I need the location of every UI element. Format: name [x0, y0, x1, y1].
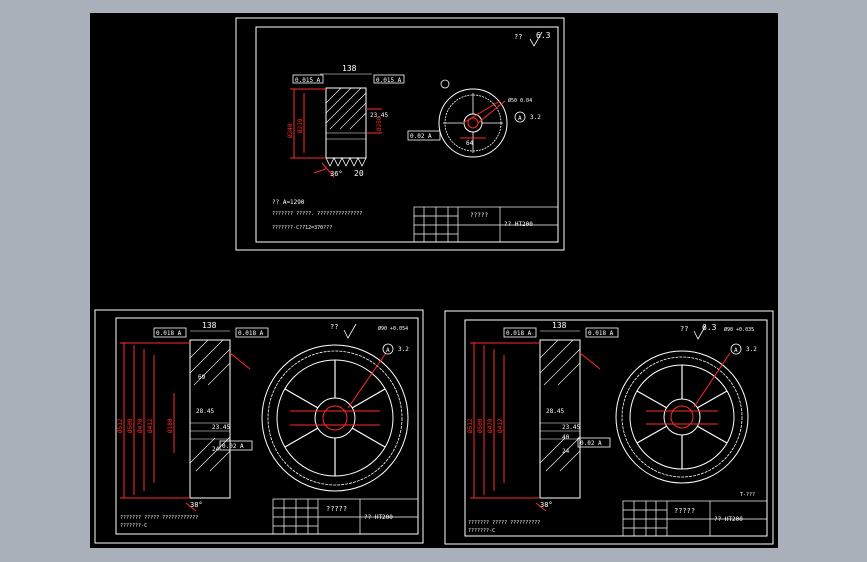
sheet-1-dia-1: Ø240: [287, 123, 294, 138]
sheet-2-tol-hub: 0.02 A: [222, 443, 244, 450]
sheet-3-roughness-mark: ??: [680, 325, 688, 333]
sheet-3-tol-right: 0.018 A: [588, 330, 614, 337]
sheet-3-title-block: [622, 500, 768, 537]
sheet-2-roughness-icon: [343, 323, 357, 339]
cad-canvas[interactable]: ?? 6.3 0.015 A 0.015 A 138: [90, 13, 778, 548]
sheet-2-dim-small-1: 69: [198, 374, 206, 381]
sheet-2-note-2: ???????-C: [120, 523, 147, 529]
sheet-1-ra: 3.2: [530, 114, 541, 121]
sheet-2-dia-4: Ø412: [147, 418, 154, 433]
sheet-3-tol-hub: 0.02 A: [580, 440, 602, 447]
sheet-2-dim-small-4: 24: [212, 446, 220, 453]
sheet-3-datum: A: [734, 347, 738, 354]
sheet-1-outer-border: [235, 17, 565, 251]
sheet-1-title-block: [413, 206, 559, 243]
sheet-2-outer-border: [94, 309, 424, 544]
sheet-1-dim-width: 138: [342, 64, 357, 73]
sheet-1-tol-right: 0.015 A: [376, 77, 402, 84]
sheet-2-roughness-mark: ??: [330, 323, 338, 331]
sheet-3-dia-3: Ø470: [487, 418, 494, 433]
sheet-1-front-view: 0.02 A Ø50 0.04 A 3.2 64: [407, 79, 541, 158]
sheet-2-side-section: 0.018 A 0.018 A 138 Ø512 Ø500 Ø470 Ø412 …: [117, 321, 269, 512]
sheet-1-tol-hub: 0.02 A: [410, 133, 432, 140]
drawing-sheet-2: ?? 0.018 A 0.018 A 138: [94, 309, 424, 544]
sheet-3-corner-note: T-???: [740, 492, 755, 498]
sheet-1-inner-frame: [255, 26, 559, 243]
sheet-2-tol-left: 0.018 A: [156, 330, 182, 337]
sheet-3-outer-border: [444, 310, 774, 545]
sheet-3-ra: 3.2: [746, 346, 757, 353]
sheet-3-title-name: ?????: [674, 507, 695, 515]
sheet-1-note-2: ??????? ?????. ???????????????: [272, 211, 362, 217]
sheet-1-side-section: 0.015 A 0.015 A 138 Ø240 Ø210 Ø250 23.45…: [287, 64, 405, 178]
sheet-1-bore-dia: Ø50 0.04: [508, 97, 532, 104]
sheet-3-dim-small-1: 28.45: [546, 408, 564, 415]
sheet-3-note-2: ???????-C: [468, 528, 495, 534]
drawing-sheet-3: ?? 6.3 0.018 A 0.018 A 138: [444, 310, 774, 545]
sheet-3-front-view: 0.02 A Ø90 +0.035 A 3.2 T-???: [577, 326, 757, 498]
sheet-2-ra: 3.2: [398, 346, 409, 353]
sheet-2-note-1: ??????? ????? ????????????: [120, 515, 198, 521]
sheet-2-bore-dia: Ø90 +0.054: [378, 325, 408, 332]
sheet-1-dim-groove: 23.45: [370, 112, 388, 119]
sheet-3-side-section: 0.018 A 0.018 A 138 Ø512 Ø500 Ø470 Ø412 …: [467, 321, 619, 512]
sheet-2-dim-width: 138: [202, 321, 217, 330]
sheet-1-roughness-mark: ??: [514, 33, 522, 41]
sheet-1-dim-bottom: 20: [354, 169, 364, 178]
sheet-3-dia-4: Ø412: [497, 418, 504, 433]
sheet-1-roughness-icon: [529, 31, 543, 47]
sheet-1-hub-key: 64: [466, 140, 474, 147]
sheet-2-inner-frame: [115, 317, 419, 535]
sheet-3-tol-left: 0.018 A: [506, 330, 532, 337]
sheet-3-roughness-value: 6.3: [702, 323, 717, 332]
sheet-2-front-view: 0.02 A Ø90 +0.054 A 3.2: [219, 325, 409, 492]
sheet-3-dim-small-3: 40: [562, 434, 570, 441]
drawing-sheet-1: ?? 6.3 0.015 A 0.015 A 138: [235, 17, 565, 251]
sheet-2-dia-5: Ø180: [167, 418, 174, 433]
sheet-1-title-name: ?????: [470, 212, 488, 219]
sheet-2-dia-3: Ø470: [137, 418, 144, 433]
sheet-1-dia-3: Ø250: [376, 116, 383, 131]
sheet-2-title-block: [272, 498, 419, 535]
sheet-2-dim-small-2: 28.45: [196, 408, 214, 415]
sheet-3-dia-1: Ø512: [467, 418, 474, 433]
cad-viewport[interactable]: ?? 6.3 0.015 A 0.015 A 138: [90, 13, 778, 548]
sheet-1-note-3: ???????-C??12=370???: [272, 225, 332, 231]
sheet-3-angle: 38°: [540, 501, 553, 509]
sheet-3-roughness-icon: [693, 324, 707, 340]
sheet-1-material: ?? HT200: [504, 221, 533, 228]
sheet-2-datum: A: [386, 347, 390, 354]
sheet-2-dim-small-3: 23.45: [212, 424, 230, 431]
sheet-1-datum: A: [518, 115, 522, 122]
sheet-3-dim-small-2: 23.45: [562, 424, 580, 431]
sheet-2-tol-right: 0.018 A: [238, 330, 264, 337]
sheet-3-bore-dia: Ø90 +0.035: [724, 326, 754, 333]
sheet-3-inner-frame: [464, 319, 768, 537]
sheet-3-dia-2: Ø500: [477, 418, 484, 433]
sheet-2-dia-2: Ø500: [127, 418, 134, 433]
sheet-3-material: ?? HT200: [714, 516, 743, 523]
sheet-1-tol-left: 0.015 A: [295, 77, 321, 84]
sheet-3-dim-width: 138: [552, 321, 567, 330]
sheet-1-roughness-value: 6.3: [536, 31, 551, 40]
sheet-2-dia-1: Ø512: [117, 418, 124, 433]
sheet-3-note-1: ??????? ????? ??????????: [468, 520, 540, 526]
sheet-2-material: ?? HT200: [364, 514, 393, 521]
sheet-1-note-1: ?? A=1290: [272, 199, 305, 206]
sheet-1-angle: 36°: [330, 170, 343, 178]
sheet-3-dim-small-4: 24: [562, 448, 570, 455]
sheet-2-title-name: ?????: [326, 505, 347, 513]
sheet-1-dia-2: Ø210: [297, 118, 304, 133]
sheet-2-angle: 38°: [190, 501, 203, 509]
